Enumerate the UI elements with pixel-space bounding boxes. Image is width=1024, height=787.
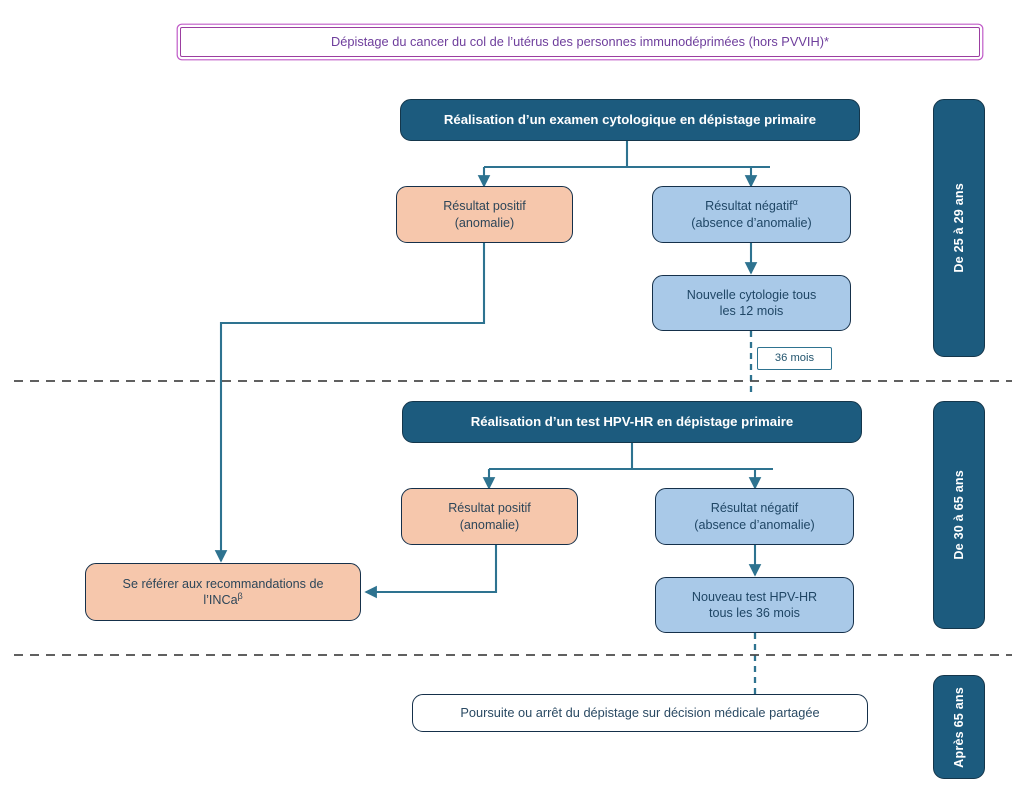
section2-negative-line2: (absence d’anomalie) xyxy=(694,517,815,532)
section1-negative-line2: (absence d’anomalie) xyxy=(691,215,812,230)
section1-positive-line2: (anomalie) xyxy=(454,215,515,230)
age-rail-30-65-label: De 30 à 65 ans xyxy=(952,470,966,560)
section1-result-negative: Résultat négatifα (absence d’anomalie) xyxy=(652,186,851,243)
age-rail-apres-65-label: Après 65 ans xyxy=(952,686,966,768)
referral-line1: Se référer aux recommandations de xyxy=(122,576,324,591)
section1-negative-line1: Résultat négatif xyxy=(705,199,793,214)
section2-followup-line2: tous les 36 mois xyxy=(708,606,800,620)
age-rail-apres-65: Après 65 ans xyxy=(933,675,985,779)
section2-followup-hpv: Nouveau test HPV-HR tous les 36 mois xyxy=(655,577,854,633)
referral-line2: l’INCa xyxy=(203,593,238,607)
section1-result-positive: Résultat positif (anomalie) xyxy=(396,186,573,243)
section1-header-cytology: Réalisation d’un examen cytologique en d… xyxy=(400,99,860,141)
age-rail-25-29-label: De 25 à 29 ans xyxy=(952,183,966,273)
section1-interval-chip: 36 mois xyxy=(757,347,832,370)
section1-positive-line1: Résultat positif xyxy=(443,199,526,214)
section2-followup-line1: Nouveau test HPV-HR xyxy=(691,589,818,604)
section1-followup-line1: Nouvelle cytologie tous xyxy=(686,287,817,302)
referral-footnote-marker: β xyxy=(237,590,243,601)
section1-followup-cytology: Nouvelle cytologie tous les 12 mois xyxy=(652,275,851,331)
referral-inca: Se référer aux recommandations de l’INCa… xyxy=(85,563,361,621)
section2-result-negative: Résultat négatif (absence d’anomalie) xyxy=(655,488,854,545)
page-title: Dépistage du cancer du col de l’utérus d… xyxy=(180,27,980,57)
wire-s2-pos-to-referral xyxy=(364,545,498,599)
age-rail-25-29: De 25 à 29 ans xyxy=(933,99,985,357)
section1-followup-line2: les 12 mois xyxy=(719,304,784,318)
section2-negative-line1: Résultat négatif xyxy=(710,501,799,516)
section2-positive-line2: (anomalie) xyxy=(459,517,520,532)
section2-header-hpv: Réalisation d’un test HPV-HR en dépistag… xyxy=(402,401,862,443)
section1-negative-footnote-marker: α xyxy=(792,197,798,208)
section2-result-positive: Résultat positif (anomalie) xyxy=(401,488,578,545)
age-rail-30-65: De 30 à 65 ans xyxy=(933,401,985,629)
section2-positive-line1: Résultat positif xyxy=(448,501,531,516)
section3-outcome: Poursuite ou arrêt du dépistage sur déci… xyxy=(412,694,868,732)
